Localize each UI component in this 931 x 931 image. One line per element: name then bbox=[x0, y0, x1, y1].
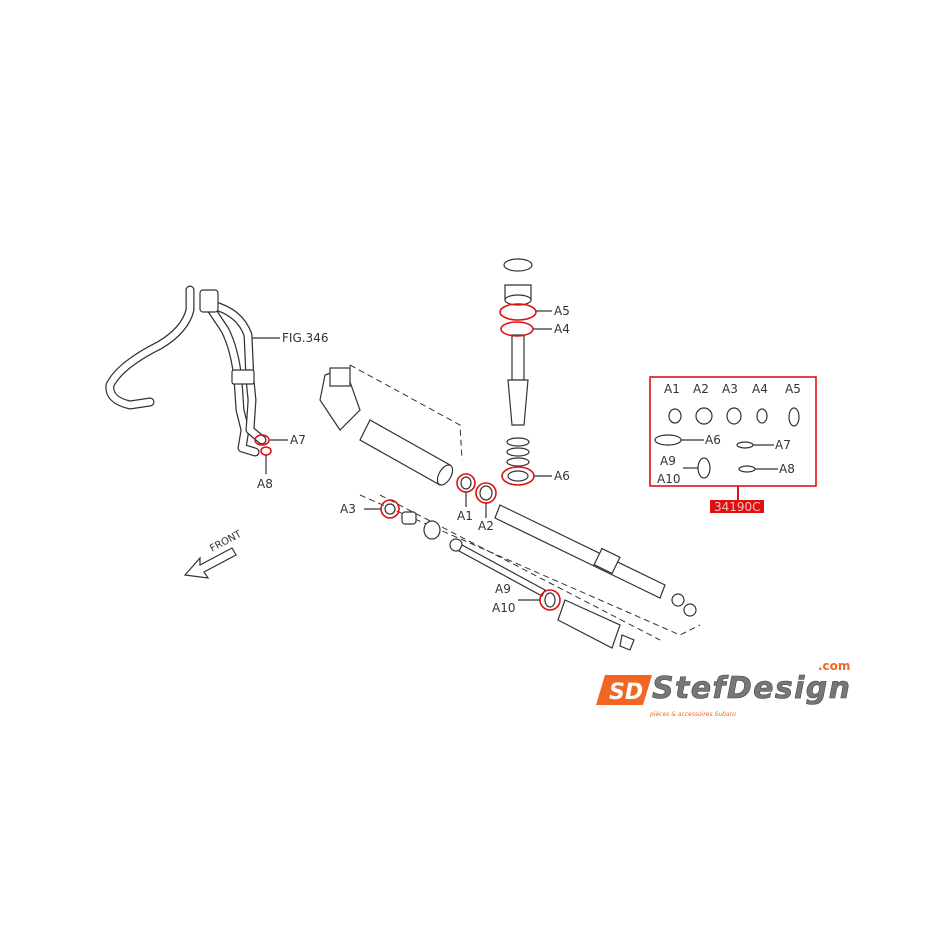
kit-label-a3: A3 bbox=[722, 382, 738, 396]
kit-label-a5: A5 bbox=[785, 382, 801, 396]
power-steering-hoses bbox=[105, 285, 267, 457]
kit-label-a4: A4 bbox=[752, 382, 768, 396]
logo-tagline: pièces & accessoires Subaru bbox=[649, 711, 736, 718]
kit-label-a7: A7 bbox=[775, 438, 791, 452]
kit-part-number[interactable]: 34190C bbox=[714, 500, 761, 514]
stefdesign-logo: SD StefDesign .com pièces & accessoires … bbox=[596, 659, 850, 718]
fig-ref-label[interactable]: FIG.346 bbox=[282, 331, 328, 345]
callout-a3[interactable]: A3 bbox=[340, 502, 356, 516]
pinion-assembly bbox=[503, 258, 533, 467]
callout-a4[interactable]: A4 bbox=[554, 322, 570, 336]
logo-domain: .com bbox=[818, 659, 850, 673]
callout-a8[interactable]: A8 bbox=[257, 477, 273, 491]
tie-rod bbox=[401, 511, 635, 651]
kit-label-a9: A9 bbox=[660, 454, 676, 468]
rack-housing bbox=[319, 367, 454, 486]
a5-highlight bbox=[499, 303, 537, 321]
kit-label-a8: A8 bbox=[779, 462, 795, 476]
repair-kit-box: A1 A2 A3 A4 A5 A6 A7 A9 A10 A8 34190C bbox=[649, 376, 817, 514]
kit-label-a2: A2 bbox=[693, 382, 709, 396]
logo-name: StefDesign bbox=[652, 671, 850, 706]
callout-a1[interactable]: A1 bbox=[457, 509, 473, 523]
callout-a6[interactable]: A6 bbox=[554, 469, 570, 483]
kit-label-a6: A6 bbox=[705, 433, 721, 447]
a8-highlight bbox=[260, 446, 272, 456]
kit-label-a1: A1 bbox=[664, 382, 680, 396]
callout-a10[interactable]: A10 bbox=[492, 601, 515, 615]
rack-bar bbox=[494, 504, 666, 599]
a4-highlight bbox=[500, 321, 534, 337]
callout-a7[interactable]: A7 bbox=[290, 433, 306, 447]
callout-a9[interactable]: A9 bbox=[495, 582, 511, 596]
front-arrow: FRONT bbox=[183, 528, 244, 579]
a7-highlight bbox=[254, 434, 270, 446]
logo-mark: SD bbox=[609, 680, 643, 705]
callout-a5[interactable]: A5 bbox=[554, 304, 570, 318]
kit-label-a10: A10 bbox=[657, 472, 680, 486]
callout-a2[interactable]: A2 bbox=[478, 519, 494, 533]
